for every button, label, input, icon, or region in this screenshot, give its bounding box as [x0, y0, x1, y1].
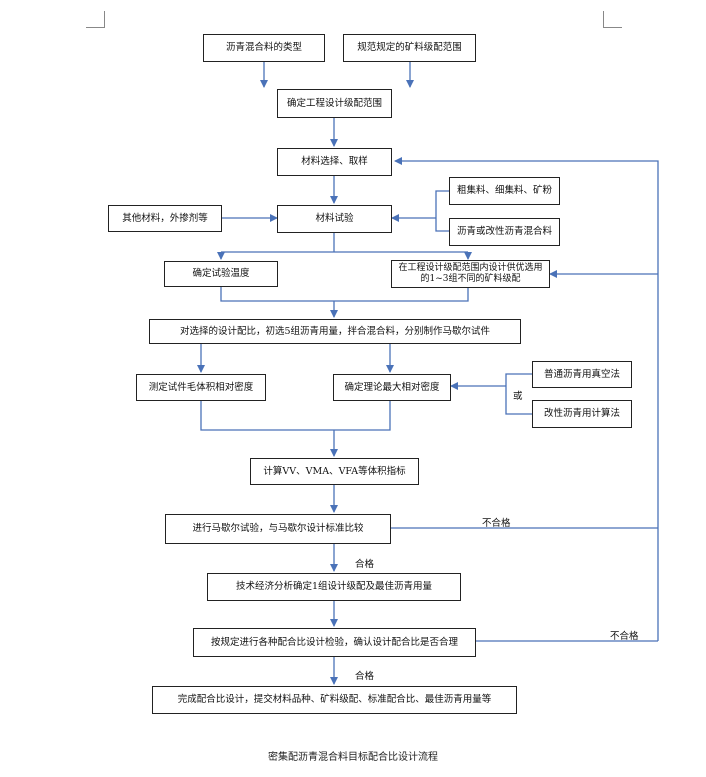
aggregates-box: 粗集料、细集料、矿粉 — [449, 177, 560, 205]
bulk-density-box: 测定试件毛体积相对密度 — [136, 374, 266, 401]
other-materials-box: 其他材料，外掺剂等 — [108, 205, 222, 232]
or-label: 或 — [513, 391, 523, 402]
pass-label-2: 合格 — [355, 671, 375, 682]
pass-label-1: 合格 — [355, 559, 375, 570]
gradation-options-box: 在工程设计级配范围内设计供优选用的1~3组不同的矿料级配 — [391, 260, 550, 288]
mix-type-box: 沥青混合料的类型 — [203, 34, 325, 62]
test-temp-box: 确定试验温度 — [164, 261, 278, 287]
final-submit-box: 完成配合比设计，提交材料品种、矿料级配、标准配合比、最佳沥青用量等 — [152, 686, 517, 714]
marshall-prep-box: 对选择的设计配比，初选5组沥青用量，拌合混合料，分别制作马歇尔试件 — [149, 319, 521, 344]
asphalt-types-box: 沥青或改性沥青混合料 — [449, 218, 560, 246]
calc-method-box: 改性沥青用计算法 — [532, 400, 632, 428]
crop-mark-right — [603, 11, 622, 28]
material-test-box: 材料试验 — [277, 205, 392, 233]
material-select-box: 材料选择、取样 — [277, 148, 392, 176]
design-check-box: 按规定进行各种配合比设计检验，确认设计配合比是否合理 — [193, 628, 476, 657]
fail-label-2: 不合格 — [610, 631, 639, 642]
tech-econ-box: 技术经济分析确定1组设计级配及最佳沥青用量 — [207, 573, 461, 601]
crop-mark-left — [86, 11, 105, 28]
fail-label-1: 不合格 — [482, 518, 511, 529]
marshall-test-box: 进行马歇尔试验，与马歇尔设计标准比较 — [165, 514, 391, 544]
vacuum-method-box: 普通沥青用真空法 — [532, 361, 632, 388]
figure-caption: 密集配沥青混合料目标配合比设计流程 — [268, 752, 438, 763]
volume-indices-box: 计算VV、VMA、VFA等体积指标 — [250, 458, 419, 485]
max-density-box: 确定理论最大相对密度 — [333, 374, 451, 401]
design-range-box: 确定工程设计级配范围 — [277, 89, 392, 118]
spec-range-box: 规范规定的矿料级配范围 — [343, 34, 476, 62]
